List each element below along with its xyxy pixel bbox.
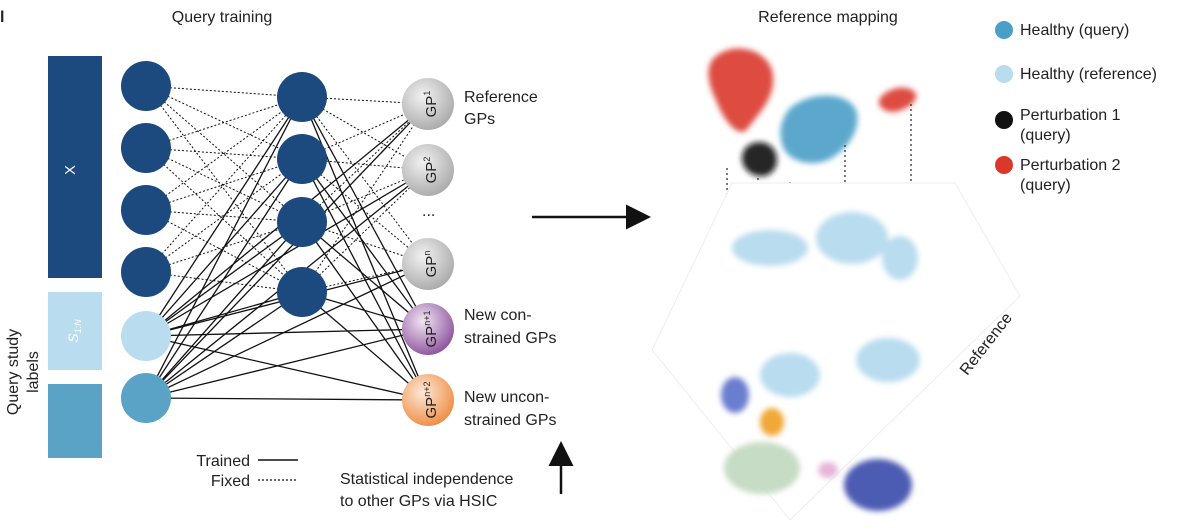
- legend-fixed-label: Fixed: [211, 473, 250, 490]
- edge-label-6-gp-5: [145, 397, 429, 401]
- input-s-label: S1:N: [65, 319, 83, 343]
- legend-perturbation-1-line2: (query): [1020, 127, 1071, 144]
- reference-gps-line2: GPs: [464, 111, 495, 128]
- network-edges: [145, 85, 429, 401]
- legend-trained-label: Trained: [196, 453, 250, 470]
- edge-input-5-hidden-4: [145, 291, 303, 337]
- input-node-4: [121, 247, 171, 297]
- input-node-1: [121, 61, 171, 111]
- gp-ellipsis: ...: [422, 203, 435, 220]
- edge-input-5-hidden-1: [145, 96, 303, 337]
- edge-label-6-gp-1: [145, 103, 429, 399]
- edge-input-3-hidden-4: [145, 209, 303, 293]
- side-label-line1: Query study: [5, 329, 22, 415]
- hidden-node-3: [277, 197, 327, 247]
- edge-input-6-hidden-1: [145, 96, 303, 399]
- gp-node-n: [402, 238, 454, 290]
- edge-label-5-gp-4: [145, 328, 429, 337]
- gp-label-n: GPn: [422, 251, 440, 278]
- edge-hidden-1-gp-4: [301, 96, 429, 330]
- legend-swatch-healthy-reference: [995, 65, 1013, 83]
- input-node-3: [121, 185, 171, 235]
- query-training-panel: Query training X S1:N Query study labels…: [5, 9, 651, 510]
- hidden-node-1: [277, 72, 327, 122]
- gp-label-2: GP2: [422, 157, 440, 184]
- input-label-block: [48, 384, 102, 458]
- query-embedding: [708, 48, 917, 177]
- legend-swatch-perturbation-1: [995, 111, 1013, 129]
- hidden-node-2: [277, 134, 327, 184]
- edge-input-1-hidden-2: [145, 85, 303, 160]
- edge-input-2-hidden-3: [145, 147, 303, 223]
- gp-label-n-plus-1: GPn+1: [422, 311, 440, 348]
- edge-label-5-gp-2: [145, 169, 429, 337]
- reference-mapping-title: Reference mapping: [758, 9, 898, 26]
- legend-swatch-perturbation-2: [995, 156, 1013, 174]
- edge-input-6-hidden-4: [145, 291, 303, 399]
- new-unconstrained-line2: strained GPs: [464, 412, 556, 429]
- reference-gps-line1: Reference: [464, 89, 538, 106]
- legend-healthy-query: Healthy (query): [1020, 22, 1129, 39]
- panel-letter: l: [0, 9, 4, 26]
- input-x-block: [48, 56, 102, 278]
- edge-hidden-2-gp-5: [301, 158, 429, 401]
- edge-input-1-hidden-4: [145, 85, 303, 293]
- gp-node-n-plus-2: [402, 374, 454, 426]
- edge-label-6-gp-4: [145, 328, 429, 399]
- legend-perturbation-1-line1: Perturbation 1: [1020, 107, 1121, 124]
- edge-input-2-hidden-1: [145, 96, 303, 149]
- edge-hidden-2-gp-3: [301, 158, 429, 265]
- gp-node-1: [402, 78, 454, 130]
- legend-perturbation-2-line2: (query): [1020, 177, 1071, 194]
- reference-embedding: [651, 182, 1021, 521]
- edge-hidden-1-gp-3: [301, 96, 429, 265]
- gp-label-1: GP1: [422, 91, 440, 118]
- new-constrained-line1: New con-: [464, 307, 532, 324]
- input-node-2: [121, 123, 171, 173]
- edge-input-3-hidden-2: [145, 158, 303, 211]
- new-constrained-line2: strained GPs: [464, 330, 556, 347]
- reference-mapping-panel: Reference mapping: [651, 9, 1157, 521]
- new-unconstrained-line1: New uncon-: [464, 389, 549, 406]
- query-training-title: Query training: [172, 9, 273, 26]
- edge-label-5-gp-5: [145, 335, 429, 401]
- edge-hidden-4-gp-2: [301, 169, 429, 293]
- hsic-line1: Statistical independence: [340, 471, 514, 488]
- edge-hidden-4-gp-1: [301, 103, 429, 293]
- edge-input-6-hidden-2: [145, 158, 303, 399]
- hidden-node-4: [277, 267, 327, 317]
- edge-hidden-2-gp-1: [301, 103, 429, 160]
- gp-label-n-plus-2: GPn+2: [422, 382, 440, 419]
- input-s-block: [48, 292, 102, 370]
- input-node-study-label: [121, 311, 171, 361]
- edge-hidden-3-gp-1: [301, 103, 429, 223]
- gp-node-2: [402, 144, 454, 196]
- hsic-line2: to other GPs via HSIC: [340, 493, 497, 510]
- side-label-line2: labels: [25, 351, 42, 393]
- legend-healthy-reference: Healthy (reference): [1020, 66, 1157, 83]
- edge-input-4-hidden-1: [145, 96, 303, 273]
- input-node-query-label: [121, 373, 171, 423]
- edge-hidden-4-gp-5: [301, 291, 429, 401]
- edge-input-6-hidden-3: [145, 221, 303, 399]
- gp-node-n-plus-1: [402, 303, 454, 355]
- legend-swatch-healthy-query: [995, 21, 1013, 39]
- edge-input-2-hidden-4: [145, 147, 303, 293]
- edge-hidden-3-gp-4: [301, 221, 429, 330]
- edge-hidden-2-gp-4: [301, 158, 429, 330]
- legend-perturbation-2-line1: Perturbation 2: [1020, 157, 1121, 174]
- edge-input-3-hidden-1: [145, 96, 303, 211]
- color-legend: Healthy (query) Healthy (reference) Pert…: [995, 21, 1157, 194]
- input-x-label: X: [62, 165, 79, 175]
